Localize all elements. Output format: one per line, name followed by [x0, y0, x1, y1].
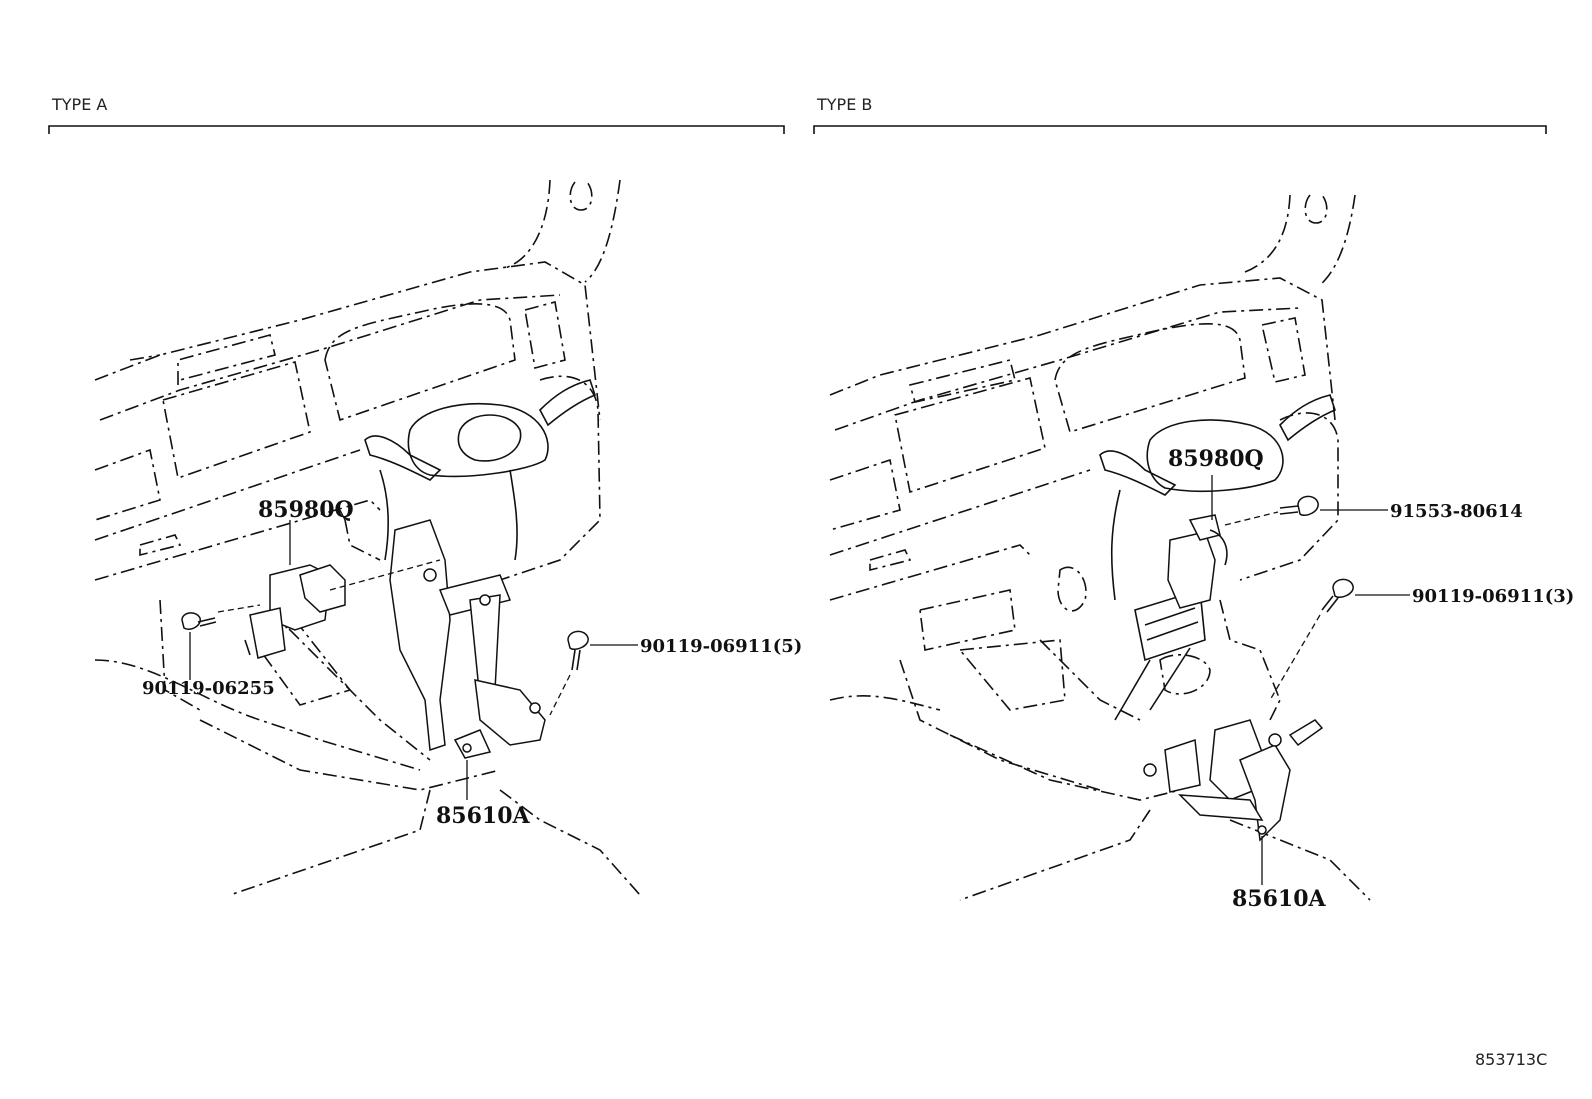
panel-b-height-sensor — [1167, 514, 1228, 609]
panel-type-b: TYPE B — [813, 95, 1574, 912]
panel-a-steering-column — [364, 379, 596, 561]
panel-b-screw-91553-80614 — [1279, 495, 1319, 516]
panel-b-label-90119-06911: 90119-06911(3) — [1412, 586, 1574, 607]
panel-b-bracket-assembly — [1143, 719, 1324, 842]
panel-a-pedal-assembly — [389, 519, 546, 759]
panel-a-dashboard-outline — [94, 179, 641, 896]
panel-type-a: TYPE A — [48, 95, 802, 896]
panel-a-heading: TYPE A — [51, 95, 107, 114]
panel-a-label-90119-06911: 90119-06911(5) — [640, 636, 802, 657]
panel-a-height-sensor — [244, 564, 346, 659]
panel-b-label-85980q: 85980Q — [1168, 446, 1264, 472]
panel-a-bracket-line — [48, 125, 785, 134]
panel-b-steering-column — [1099, 394, 1336, 721]
panel-b-bracket-line — [813, 125, 1547, 134]
panel-b-label-91553-80614: 91553-80614 — [1390, 501, 1523, 522]
panel-a-label-85610a: 85610A — [436, 803, 531, 829]
panel-a-label-90119-06255: 90119-06255 — [142, 678, 275, 699]
panel-b-bolt-90119-06911 — [1321, 578, 1354, 613]
diagram-code: 853713C — [1475, 1050, 1547, 1069]
panel-b-heading: TYPE B — [816, 95, 872, 114]
panel-a-bolt-90119-06255 — [181, 612, 217, 630]
panel-b-dashboard-outline — [829, 194, 1371, 901]
panel-a-label-85980q: 85980Q — [258, 497, 354, 523]
panel-b-label-85610a: 85610A — [1232, 886, 1327, 912]
panel-a-bolt-90119-06911 — [567, 630, 589, 671]
